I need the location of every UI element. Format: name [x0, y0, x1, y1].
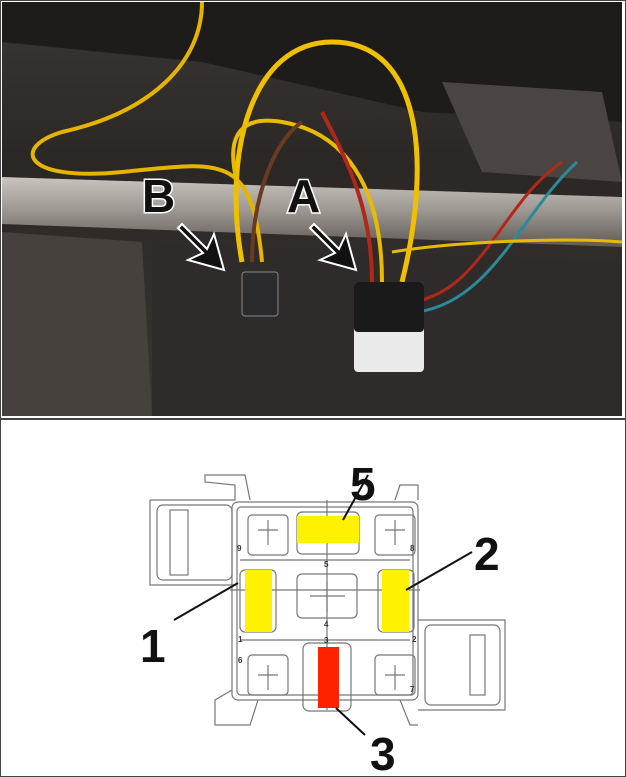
pin-number: 7: [410, 685, 415, 694]
pin-number: 4: [324, 620, 329, 629]
pin-2-highlight: [382, 570, 409, 632]
pin-number: 2: [412, 635, 417, 644]
arrow-b-icon: [176, 222, 226, 272]
connector-outline: [149, 474, 506, 726]
pin-number: 3: [324, 636, 329, 645]
callout-3: 3: [370, 728, 396, 777]
pin-3-highlight: [318, 647, 339, 708]
metal-rail: [2, 177, 622, 247]
pin-number: 8: [410, 544, 415, 553]
label-a: A: [287, 170, 320, 222]
callout-lines: [173, 474, 473, 736]
callout-2: 2: [474, 528, 500, 580]
divider: [0, 418, 626, 420]
vehicle-connector-photo: B A: [2, 2, 622, 416]
pin-number: 9: [237, 544, 242, 553]
callout-5: 5: [350, 458, 376, 510]
arrow-a-icon: [308, 222, 358, 272]
connector-pinout-diagram: 5 2 1 3 9 5 8 1 4 2 3 6 7: [140, 458, 506, 777]
callout-1: 1: [140, 620, 166, 672]
pin-number: 1: [238, 635, 243, 644]
pin-number: 6: [238, 656, 243, 665]
pin-1-highlight: [245, 570, 272, 632]
label-b: B: [142, 170, 175, 222]
pin-number: 5: [324, 560, 329, 569]
connector-b: [241, 271, 279, 317]
pin-number-labels: 9 5 8 1 4 2 3 6 7: [237, 544, 417, 694]
pin-5-highlight: [297, 516, 359, 543]
